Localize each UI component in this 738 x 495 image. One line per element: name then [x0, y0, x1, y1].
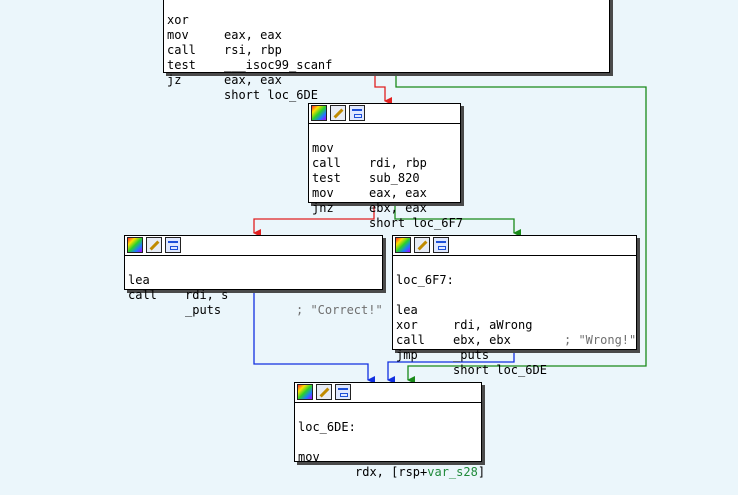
- mnemonic: jmp: [396, 348, 418, 362]
- mnemonic: call: [312, 156, 341, 170]
- code-line: jmp short loc_6DE: [396, 333, 634, 377]
- mnemonic: xor: [167, 13, 189, 27]
- color-palette-icon[interactable]: [297, 384, 313, 400]
- basic-block-correct[interactable]: lea rdi, s ; "Correct!" call _puts: [124, 235, 383, 317]
- rename-pencil-icon[interactable]: [414, 237, 430, 253]
- code-line: jnz short loc_6F7: [312, 186, 463, 230]
- rename-pencil-icon[interactable]: [316, 384, 332, 400]
- code-line: call _puts: [128, 273, 380, 317]
- code-line: xor eax, eax: [167, 0, 597, 42]
- string-comment: ; "Correct!": [296, 303, 383, 317]
- graph-view-icon[interactable]: [165, 237, 181, 253]
- graph-view-icon[interactable]: [433, 237, 449, 253]
- edge-top-to-bottom-true[interactable]: [395, 73, 647, 384]
- edge-correct-to-bottom[interactable]: [253, 290, 375, 384]
- graph-view-icon[interactable]: [335, 384, 351, 400]
- edge-top-to-mid-false[interactable]: [374, 73, 392, 105]
- rename-pencil-icon[interactable]: [330, 105, 346, 121]
- block-header: [125, 236, 382, 256]
- mnemonic: mov: [312, 141, 334, 155]
- code-line: lea rdi, aWrong ; "Wrong!": [396, 288, 636, 347]
- mnemonic: test: [167, 58, 196, 72]
- operand-function-call[interactable]: _puts: [185, 303, 222, 317]
- mnemonic: call: [396, 333, 425, 347]
- mnemonic: call: [128, 288, 157, 302]
- operand-function-call[interactable]: sub_820: [369, 171, 420, 185]
- mnemonic: mov: [298, 450, 320, 464]
- basic-block-sub-820[interactable]: mov rdi, rbp call sub_820 test eax, eax …: [308, 103, 463, 230]
- code-line: call _puts: [396, 318, 634, 362]
- basic-block-top[interactable]: xor eax, eax mov rsi, rbp call ___isoc99…: [163, 0, 610, 102]
- operand-prefix: rdx, [rsp+: [355, 465, 428, 479]
- mnemonic: jnz: [312, 201, 334, 215]
- operand: ebx, eax: [369, 201, 427, 215]
- mnemonic: xor: [396, 318, 418, 332]
- graph-view-icon[interactable]: [349, 105, 365, 121]
- mnemonic: mov: [312, 186, 334, 200]
- edge-mid-to-wrong-true[interactable]: [394, 203, 521, 237]
- operand-suffix: ]: [477, 465, 486, 479]
- block-header: [393, 236, 636, 256]
- color-palette-icon[interactable]: [311, 105, 327, 121]
- code-line: call ___isoc99_scanf: [167, 28, 597, 72]
- code-line: mov rdi, rbp: [312, 126, 458, 170]
- mnemonic: test: [312, 171, 341, 185]
- string-comment: ; "Wrong!": [564, 333, 637, 347]
- control-flow-edges: [253, 73, 647, 384]
- operand-jump-target[interactable]: short loc_6DE: [453, 363, 547, 377]
- operand-jump-target[interactable]: short loc_6F7: [369, 216, 463, 230]
- mnemonic: jz: [167, 73, 182, 87]
- color-palette-icon[interactable]: [127, 237, 143, 253]
- mnemonic: lea: [396, 303, 418, 317]
- operand: rdx, [rsp+var_s28]: [355, 465, 485, 480]
- operand-jump-target[interactable]: short loc_6DE: [224, 88, 318, 102]
- basic-block-wrong[interactable]: loc_6F7: lea rdi, aWrong ; "Wrong!" xor …: [392, 235, 637, 377]
- basic-block-loc-6de[interactable]: loc_6DE: mov rdx, [rsp+var_s28]: [294, 382, 485, 479]
- operand: rdi, rbp: [369, 156, 427, 170]
- code-line: mov rdx, [rsp+var_s28]: [298, 435, 485, 479]
- rename-pencil-icon[interactable]: [146, 237, 162, 253]
- operand-function-call[interactable]: _puts: [453, 348, 490, 362]
- operand: rsi, rbp: [224, 43, 282, 57]
- operand-function-call[interactable]: ___isoc99_scanf: [224, 58, 333, 72]
- mnemonic: lea: [128, 273, 150, 287]
- code-line: lea rdi, s ; "Correct!": [128, 258, 383, 317]
- code-line: mov rsi, rbp: [167, 13, 597, 57]
- code-line: mov ebx, eax: [312, 171, 458, 215]
- color-palette-icon[interactable]: [395, 237, 411, 253]
- operand: rdi, aWrong: [453, 318, 533, 332]
- code-line: jz short loc_6DE: [167, 58, 597, 102]
- operand: eax, eax: [369, 186, 427, 200]
- code-line: xor ebx, ebx: [396, 303, 634, 347]
- edge-wrong-to-bottom[interactable]: [387, 350, 515, 384]
- operand: ebx, ebx: [453, 333, 511, 347]
- stack-variable[interactable]: var_s28: [427, 465, 478, 479]
- operand: rdi, s: [185, 288, 229, 302]
- edge-mid-to-correct-false[interactable]: [253, 203, 375, 237]
- code-line: test eax, eax: [167, 43, 597, 87]
- mnemonic: mov: [167, 28, 189, 42]
- block-header: [295, 383, 481, 403]
- mnemonic: call: [167, 43, 196, 57]
- code-line: call sub_820: [312, 141, 458, 185]
- block-header: [309, 104, 460, 124]
- code-line: test eax, eax: [312, 156, 458, 200]
- operand: eax, eax: [224, 28, 282, 42]
- block-label[interactable]: loc_6F7:: [396, 273, 454, 287]
- operand: eax, eax: [224, 73, 282, 87]
- block-label[interactable]: loc_6DE:: [298, 420, 356, 434]
